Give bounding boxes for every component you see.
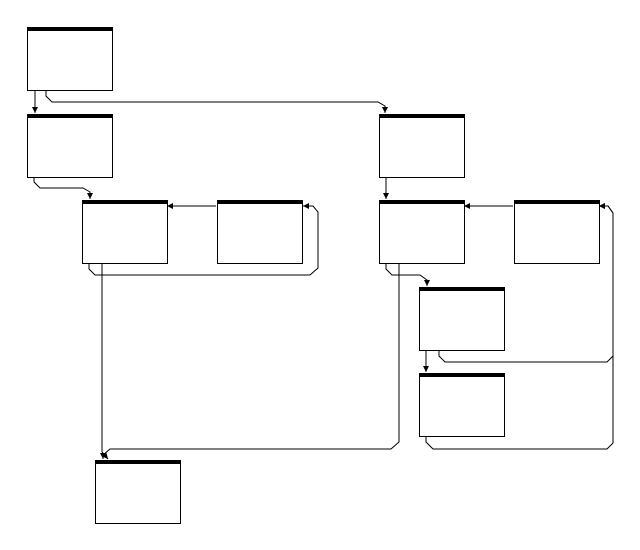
edge-n8-to-n7: [464, 203, 513, 209]
node-n2[interactable]: [27, 114, 113, 178]
node-header-bar: [419, 287, 505, 291]
node-n3[interactable]: [82, 200, 168, 264]
edge-n9-to-n10: [423, 350, 429, 372]
edge-line: [102, 263, 400, 459]
edge-n7-to-n9: [385, 263, 430, 286]
node-header-bar: [82, 200, 168, 204]
arrow-head-icon: [599, 203, 605, 209]
edge-n3-to-n5: [101, 263, 109, 460]
node-box: [419, 373, 505, 437]
node-n7[interactable]: [379, 200, 465, 264]
node-header-bar: [379, 114, 465, 118]
node-n9[interactable]: [419, 287, 505, 351]
node-box: [514, 200, 600, 264]
node-header-bar: [217, 200, 303, 204]
edge-line: [425, 205, 614, 450]
edge-line: [88, 205, 319, 276]
edge-n10-to-n8: [425, 203, 614, 450]
node-n1[interactable]: [27, 27, 113, 91]
arrow-head-icon: [382, 107, 388, 113]
node-header-bar: [419, 373, 505, 377]
edge-n6-to-n7: [383, 177, 389, 199]
arrow-head-icon: [424, 280, 430, 286]
node-box: [419, 287, 505, 351]
node-header-bar: [95, 460, 181, 464]
arrow-head-icon: [87, 193, 93, 199]
arrow-head-icon: [100, 453, 106, 459]
edge-line: [45, 90, 386, 113]
node-box: [95, 460, 181, 524]
node-box: [82, 200, 168, 264]
arrow-head-icon: [167, 203, 173, 209]
node-box: [27, 27, 113, 91]
node-box: [217, 200, 303, 264]
edges-layer: [32, 90, 614, 460]
node-box: [379, 200, 465, 264]
node-header-bar: [27, 27, 113, 31]
node-box: [27, 114, 113, 178]
node-n5[interactable]: [95, 460, 181, 524]
arrow-head-icon: [423, 366, 429, 372]
nodes-layer: [27, 27, 600, 524]
arrow-head-icon: [303, 203, 309, 209]
arrow-head-icon: [464, 203, 470, 209]
node-n10[interactable]: [419, 373, 505, 437]
node-box: [379, 114, 465, 178]
edge-line: [385, 263, 428, 286]
edge-n2-to-n3: [33, 177, 93, 199]
node-n6[interactable]: [379, 114, 465, 178]
node-n8[interactable]: [514, 200, 600, 264]
edge-n4-to-n3: [167, 203, 216, 209]
arrow-head-icon: [383, 193, 389, 199]
edge-n1-to-n6: [45, 90, 388, 113]
edge-n1-to-n2: [32, 90, 38, 113]
node-header-bar: [514, 200, 600, 204]
node-header-bar: [379, 200, 465, 204]
edge-n7-to-n5: [100, 263, 400, 459]
arrow-head-icon: [32, 107, 38, 113]
node-n4[interactable]: [217, 200, 303, 264]
arrow-head-icon: [101, 452, 108, 459]
edge-n3-to-n4: [88, 203, 319, 276]
edge-line: [33, 177, 91, 199]
edge-line: [101, 263, 109, 460]
node-header-bar: [27, 114, 113, 118]
